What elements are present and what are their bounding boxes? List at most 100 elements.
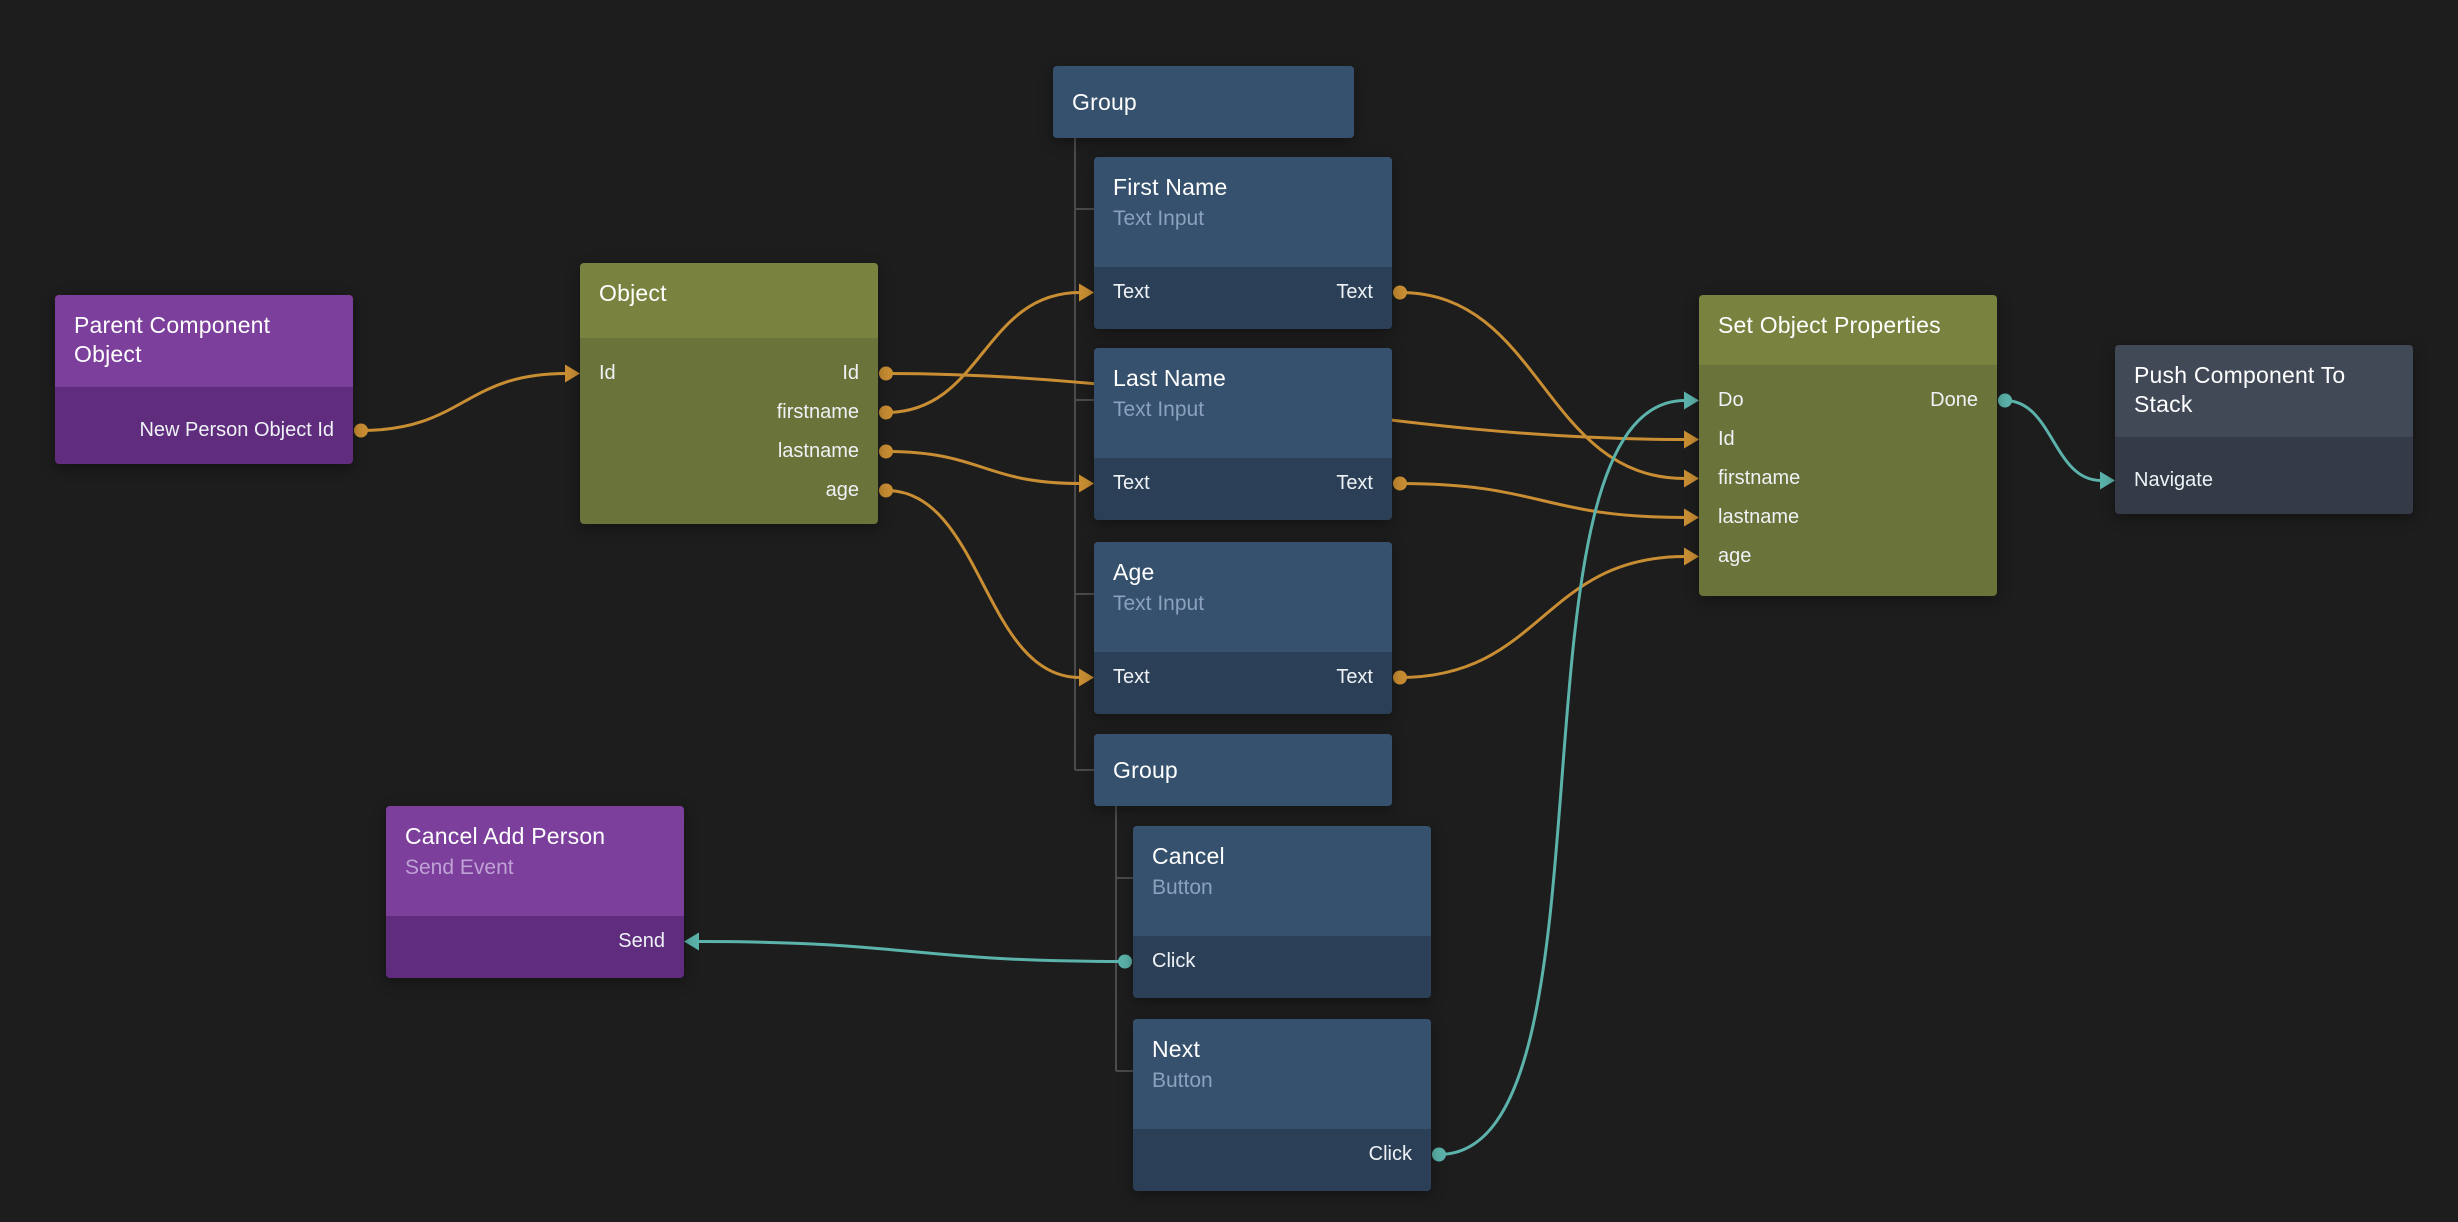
port-text_in[interactable]: Text <box>1113 472 1150 494</box>
output-port-dot[interactable] <box>1118 954 1132 969</box>
output-port-dot[interactable] <box>879 444 893 459</box>
node-group-2[interactable]: Group <box>1094 734 1392 806</box>
connection-wire-signal[interactable] <box>1438 399 1686 1156</box>
port-row: Do Done <box>1699 381 1997 420</box>
port-firstname[interactable]: firstname <box>1718 467 1801 489</box>
input-port-arrow[interactable] <box>1684 469 1699 488</box>
port-row: Click <box>1133 1135 1431 1174</box>
port-row: Id Id <box>580 354 878 393</box>
port-age[interactable]: age <box>1718 545 1752 567</box>
input-port-arrow[interactable] <box>565 364 580 383</box>
node-subtitle: Button <box>1152 1069 1213 1092</box>
output-port-dot[interactable] <box>879 366 893 381</box>
port-row: Text Text <box>1094 658 1392 697</box>
output-port-dot[interactable] <box>1393 476 1407 491</box>
output-port-dot[interactable] <box>1998 393 2012 408</box>
port-do[interactable]: Do <box>1718 389 1744 411</box>
input-port-arrow[interactable] <box>1079 283 1094 302</box>
port-id[interactable]: Id <box>1718 428 1735 450</box>
port-row: Text Text <box>1094 273 1392 312</box>
node-header: Group <box>1094 734 1392 806</box>
port-done[interactable]: Done <box>1930 389 1978 411</box>
node-title: Parent Component Object <box>74 312 271 367</box>
port-click[interactable]: Click <box>1368 1143 1412 1165</box>
output-port-dot[interactable] <box>879 405 893 420</box>
node-header: Push Component To Stack <box>2115 345 2413 437</box>
node-subtitle: Text Input <box>1113 592 1205 615</box>
output-port-dot[interactable] <box>1432 1147 1446 1162</box>
input-port-arrow[interactable] <box>1684 430 1699 449</box>
node-port-rows: Click <box>1133 1129 1431 1174</box>
node-header: Object <box>580 263 878 338</box>
node-port-rows: Text Text <box>1094 458 1392 503</box>
port-row: lastname <box>1699 498 1997 537</box>
port-firstname[interactable]: firstname <box>776 401 859 423</box>
input-port-arrow[interactable] <box>2100 471 2115 490</box>
connection-wire-signal[interactable] <box>697 940 1126 963</box>
port-navigate[interactable]: Navigate <box>2134 469 2213 491</box>
connection-wire-data[interactable] <box>1399 291 1686 480</box>
port-new_person_object_id[interactable]: New Person Object Id <box>139 419 334 441</box>
node-title: Cancel Add Person <box>405 823 606 849</box>
input-port-arrow[interactable] <box>1079 474 1094 493</box>
connection-wire-data[interactable] <box>1399 482 1686 519</box>
node-title: Push Component To Stack <box>2134 362 2346 417</box>
node-title: Group <box>1113 756 1178 783</box>
port-lastname[interactable]: lastname <box>777 440 859 462</box>
input-port-arrow[interactable] <box>1079 668 1094 687</box>
port-row: age <box>1699 537 1997 576</box>
node-title: First Name <box>1113 174 1228 200</box>
node-group-1[interactable]: Group <box>1053 66 1354 138</box>
connection-wire-data[interactable] <box>1399 555 1686 679</box>
port-id_in[interactable]: Id <box>599 362 616 384</box>
node-subtitle: Text Input <box>1113 398 1205 421</box>
connection-wire-data[interactable] <box>885 291 1081 414</box>
node-title: Last Name <box>1113 365 1227 391</box>
connection-wire-data[interactable] <box>885 489 1081 679</box>
node-port-rows: Click <box>1133 936 1431 981</box>
input-port-arrow[interactable] <box>1684 508 1699 527</box>
input-port-arrow[interactable] <box>1684 547 1699 566</box>
port-text_out[interactable]: Text <box>1336 281 1373 303</box>
output-port-dot[interactable] <box>354 423 368 438</box>
connection-wire-signal[interactable] <box>2004 399 2102 482</box>
output-port-dot[interactable] <box>1393 670 1407 685</box>
node-subtitle: Button <box>1152 876 1213 899</box>
port-id_out[interactable]: Id <box>842 362 859 384</box>
connection-wire-data[interactable] <box>360 372 567 432</box>
connection-wire-data[interactable] <box>885 450 1081 485</box>
port-row: Text Text <box>1094 464 1392 503</box>
port-text_out[interactable]: Text <box>1336 666 1373 688</box>
port-row: New Person Object Id <box>55 411 353 450</box>
port-text_in[interactable]: Text <box>1113 666 1150 688</box>
port-send[interactable]: Send <box>618 930 665 952</box>
output-port-dot[interactable] <box>1393 285 1407 300</box>
node-title: Object <box>599 280 667 306</box>
input-port-arrow[interactable] <box>684 932 699 951</box>
port-text_in[interactable]: Text <box>1113 281 1150 303</box>
port-age[interactable]: age <box>825 479 859 501</box>
output-port-dot[interactable] <box>879 483 893 498</box>
port-lastname[interactable]: lastname <box>1718 506 1800 528</box>
node-title: Group <box>1072 88 1137 115</box>
port-row: Id <box>1699 420 1997 459</box>
port-click[interactable]: Click <box>1152 950 1196 972</box>
node-title: Cancel <box>1152 843 1225 869</box>
input-port-arrow[interactable] <box>1684 391 1699 410</box>
port-text_out[interactable]: Text <box>1336 472 1373 494</box>
